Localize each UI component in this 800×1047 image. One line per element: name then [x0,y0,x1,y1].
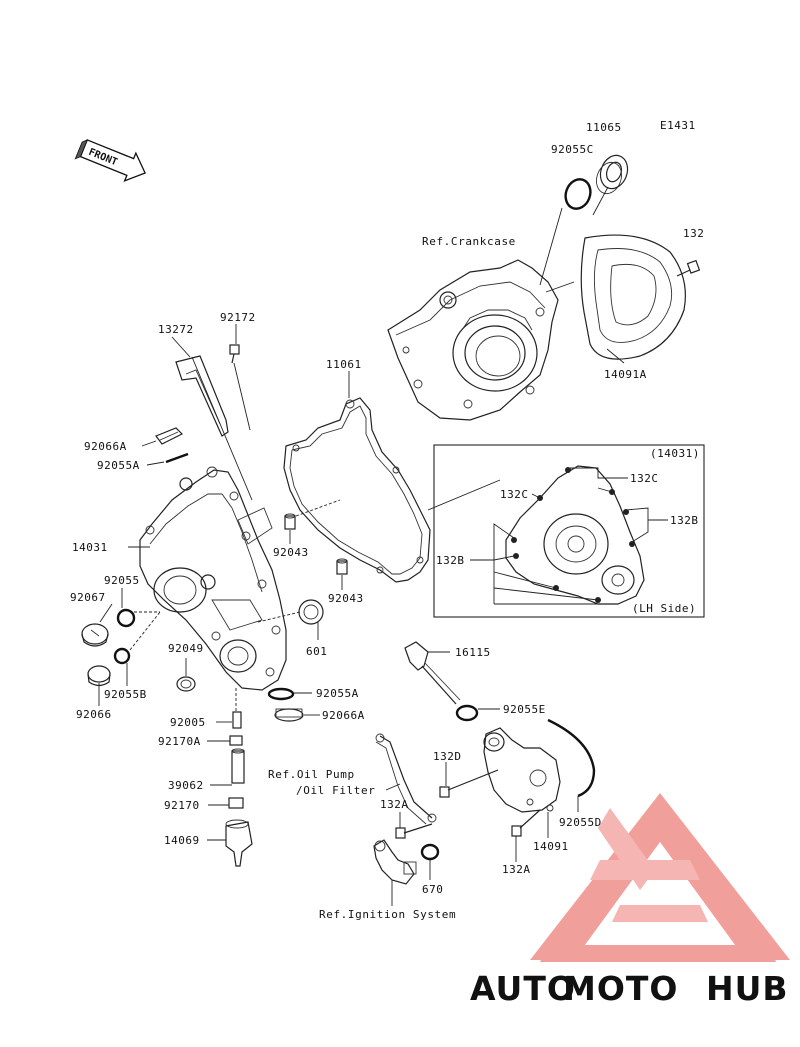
crankcase-ref [387,259,559,421]
ref-oil-filter: /Oil Filter [296,784,375,797]
label-14069: 14069 [164,834,200,847]
label-132a-left: 132A [380,798,409,811]
label-92066: 92066 [76,708,112,721]
inset-label-132b-left: 132B [436,554,465,567]
label-14031: 14031 [72,541,108,554]
dowel-92043-a [284,513,296,530]
front-arrow-icon: FRONT [74,139,146,183]
label-92172: 92172 [220,311,256,324]
ref-ignition-system: Ref.Ignition System [319,908,456,921]
label-92170: 92170 [164,799,200,812]
clamp-92170 [228,797,244,809]
label-92066a-bottom: 92066A [322,709,365,722]
watermark-text: AUTO MOTO HUB [470,969,789,1008]
inset-lh-side [433,444,705,618]
plug-92067 [81,623,109,647]
label-11061: 11061 [326,358,362,371]
label-92005: 92005 [170,716,206,729]
bearing-601 [298,599,324,625]
o-ring-92055a-bottom [267,687,295,701]
pin-92005 [232,711,242,729]
label-92055: 92055 [104,574,140,587]
oil-pipe-ref [375,733,437,825]
label-92055d: 92055D [559,816,602,829]
inset-label-132b-right: 132B [670,514,699,527]
o-ring-92055c [564,178,592,210]
ref-crankcase: Ref.Crankcase [422,235,516,248]
o-ring-92055 [116,608,136,628]
hose-39062 [231,748,245,784]
watermark-moto: MOTO [563,969,678,1008]
inset-caption: (LH Side) [632,602,696,615]
label-13272: 13272 [158,323,194,336]
ref-oil-pump: Ref.Oil Pump [268,768,355,781]
label-92055a-top: 92055A [97,459,140,472]
label-16115: 16115 [455,646,491,659]
seal-92049 [176,676,196,692]
label-92055a-bottom: 92055A [316,687,359,700]
label-92049: 92049 [168,642,204,655]
watermark-auto: AUTO [470,969,576,1008]
label-14091a: 14091A [604,368,647,381]
inset-label-132c-top: 132C [630,472,659,485]
oil-seal-11065 [596,154,629,195]
generator-cover-14031 [139,466,287,691]
label-14091: 14091 [533,840,569,853]
bolt-132d [439,769,499,798]
clamp-92170a [229,735,243,746]
dowel-92043-b [336,558,348,575]
plug-92066a-top [155,427,184,445]
inset-label-132c-left: 132C [500,488,529,501]
label-132d: 132D [433,750,462,763]
watermark-hub: HUB [706,969,789,1008]
bolt-92172 [229,344,240,364]
label-39062: 39062 [168,779,204,792]
label-92170a: 92170A [158,735,201,748]
plug-92066 [87,665,111,687]
cover-14091 [483,727,561,813]
bracket-13272 [175,355,229,437]
label-92043-b: 92043 [328,592,364,605]
label-92043-a: 92043 [273,546,309,559]
inset-title: (14031) [650,447,700,460]
bolt-132-top [676,259,701,277]
dipstick-16115 [404,641,461,705]
sensor-ref-ignition [373,839,417,885]
o-ring-92055d [547,718,596,798]
label-92066a-top: 92066A [84,440,127,453]
breather-14069 [225,819,253,867]
bolt-132a-right [511,809,541,837]
plate-14091a [580,234,686,360]
label-11065: 11065 [586,121,622,134]
label-601: 601 [306,645,327,658]
label-92055b: 92055B [104,688,147,701]
bolt-132a-left [395,823,433,839]
gasket-11061 [283,397,431,583]
o-ring-670 [420,843,440,861]
o-ring-92055e [455,704,479,722]
o-ring-92055b [113,647,131,665]
label-132a-right: 132A [502,863,531,876]
watermark-logo [530,793,790,962]
o-ring-92055a-top [165,452,189,464]
label-92055e: 92055E [503,703,546,716]
plug-92066a-bottom [274,708,304,722]
label-670: 670 [422,883,443,896]
label-132-top: 132 [683,227,704,240]
diagram-code: E1431 [660,119,696,132]
label-92067: 92067 [70,591,106,604]
label-92055c: 92055C [551,143,594,156]
